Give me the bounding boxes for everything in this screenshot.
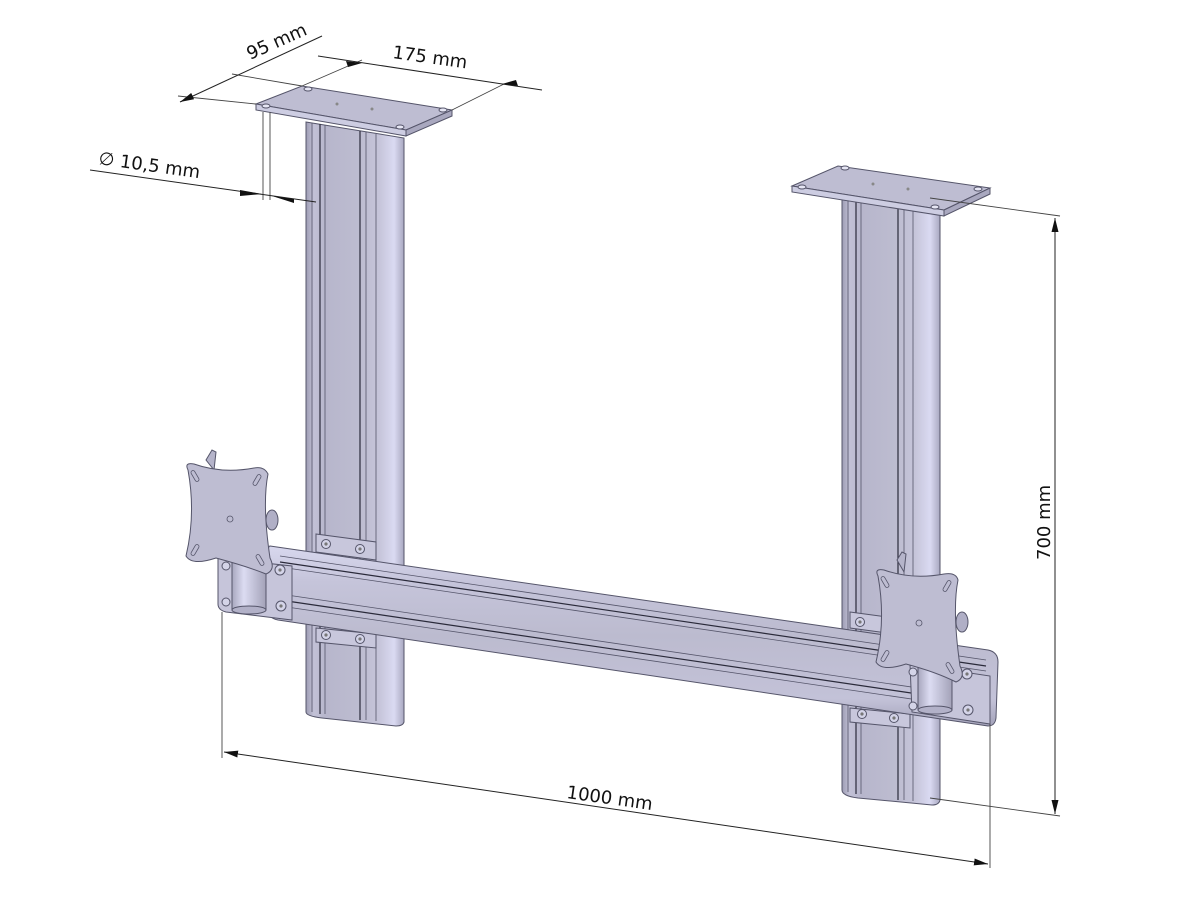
dimension-label-700mm: 700 mm [1034,485,1055,560]
dimension-hole-diameter: ∅ 10,5 mm [89,112,317,203]
dimension-label-95mm: 95 mm [243,19,310,64]
left-vesa-mount [185,449,279,615]
dimension-label-1000mm: 1000 mm [565,782,654,815]
right-vesa-mount [875,551,969,715]
left-ceiling-plate [254,85,454,137]
dimension-700mm: 700 mm [929,197,1061,817]
